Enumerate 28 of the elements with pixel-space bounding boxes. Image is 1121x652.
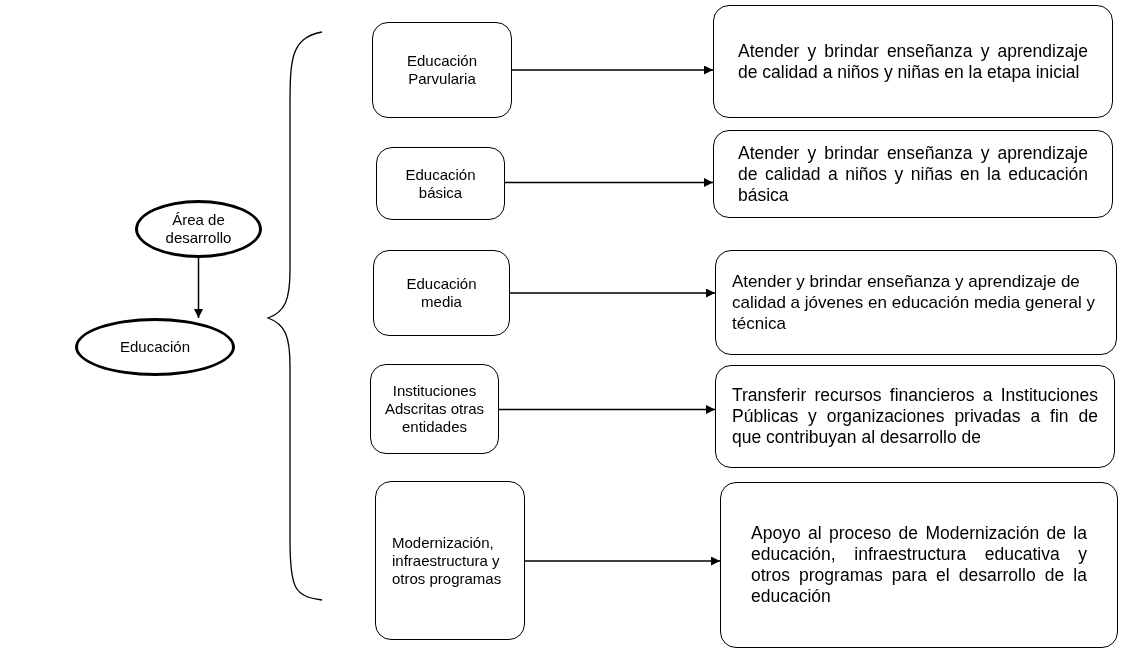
- node-text: Área de desarrollo: [164, 211, 233, 247]
- node-text: Instituciones Adscritas otras entidades: [383, 382, 486, 436]
- node-text: Educación básica: [404, 165, 477, 202]
- arrow: [498, 405, 716, 414]
- node-text: Atender y brindar enseñanza y aprendizaje de calidad a jóvenes en educación media general y técnica: [732, 271, 1096, 334]
- node-text: Educación: [119, 338, 191, 356]
- node-text: Modernización, infraestructura y otros programas: [392, 533, 503, 588]
- arrow: [504, 178, 714, 187]
- node-text: Atender y brindar enseñanza y aprendizaje de calidad a niños y niñas en la educación básica: [738, 142, 1088, 206]
- node-text: Educación media: [405, 275, 478, 311]
- node-text: Transferir recursos financieros a Instituciones Públicas y organizaciones privadas a fin de que contribuyan al desarrollo de: [732, 385, 1098, 448]
- arrow: [194, 257, 203, 319]
- rounded-box: [713, 5, 1113, 118]
- rounded-box: [715, 365, 1115, 468]
- arrow: [524, 556, 721, 566]
- rounded-box: [370, 364, 499, 454]
- rounded-box: [375, 481, 525, 640]
- rounded-box: [372, 22, 512, 118]
- node-text: Apoyo al proceso de Modernización de la educación, infraestructura educativa y otros programas para el desarrollo de la educación: [751, 523, 1087, 607]
- node-text: Atender y brindar enseñanza y aprendizaje de calidad a niños y niñas en la etapa inicial: [738, 40, 1088, 83]
- arrow: [511, 65, 714, 75]
- node-text: Educación Parvularia: [405, 52, 479, 88]
- rounded-box: [720, 482, 1118, 648]
- arrow: [509, 288, 716, 298]
- rounded-box: [376, 147, 505, 220]
- rounded-box: [373, 250, 510, 336]
- rounded-box: [713, 130, 1113, 218]
- rounded-box: [715, 250, 1117, 355]
